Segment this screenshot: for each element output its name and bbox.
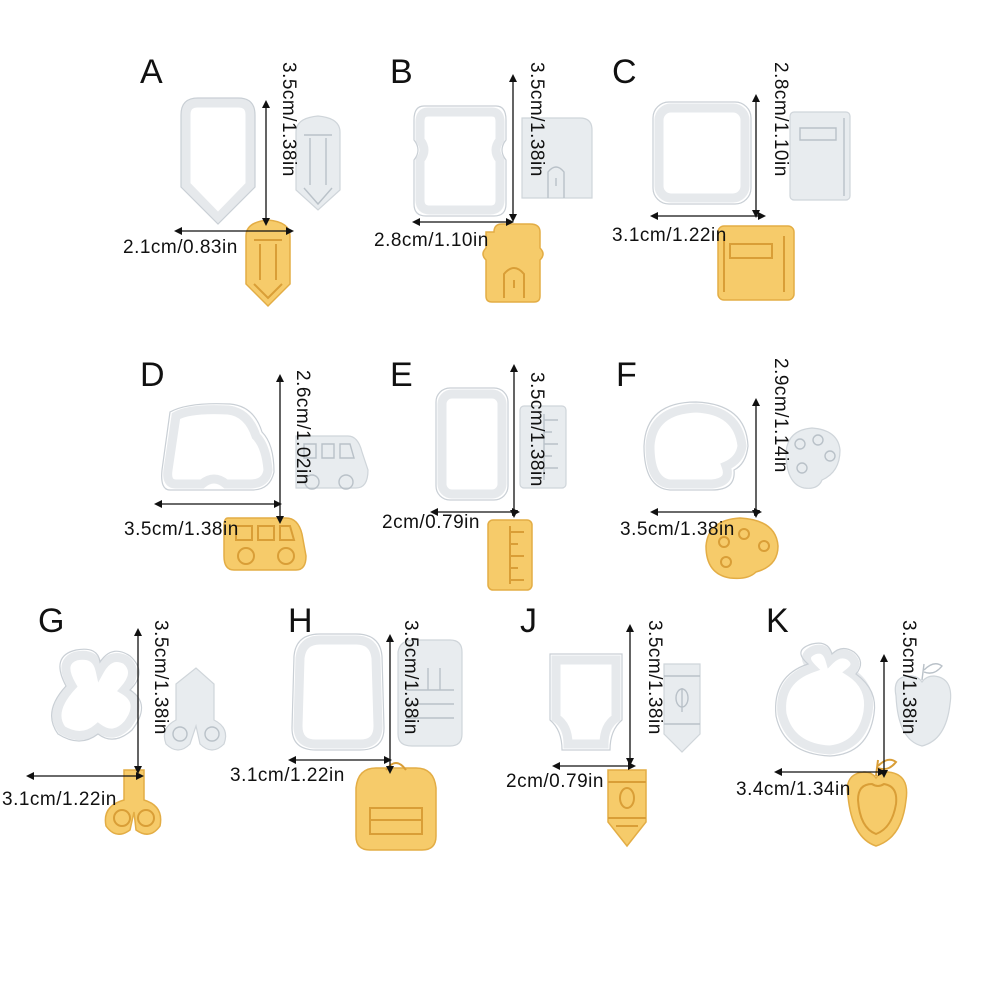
label-letter: K [766, 602, 789, 640]
label-letter: F [616, 356, 637, 394]
label-letter: E [390, 356, 413, 394]
width-measurement: 2.8cm/1.10in [374, 230, 489, 251]
label-letter: C [612, 53, 637, 91]
label-letter: B [390, 53, 413, 91]
width-measurement: 3.4cm/1.34in [736, 779, 851, 800]
label-letter: D [140, 356, 165, 394]
width-measurement: 3.1cm/1.22in [2, 789, 117, 810]
width-measurement: 3.5cm/1.38in [620, 519, 735, 540]
width-measurement: 2cm/0.79in [382, 512, 480, 533]
label-letter: H [288, 602, 313, 640]
width-measurement: 2cm/0.79in [506, 771, 604, 792]
label-letter: J [520, 602, 537, 640]
width-measurement: 3.1cm/1.22in [612, 225, 727, 246]
width-measurement: 2.1cm/0.83in [123, 237, 238, 258]
label-letter: G [38, 602, 65, 640]
label-letter: A [140, 53, 163, 91]
width-measurement: 3.5cm/1.38in [124, 519, 239, 540]
width-measurement: 3.1cm/1.22in [230, 765, 345, 786]
height-measurement: 3.5cm/1.38in [898, 620, 919, 735]
